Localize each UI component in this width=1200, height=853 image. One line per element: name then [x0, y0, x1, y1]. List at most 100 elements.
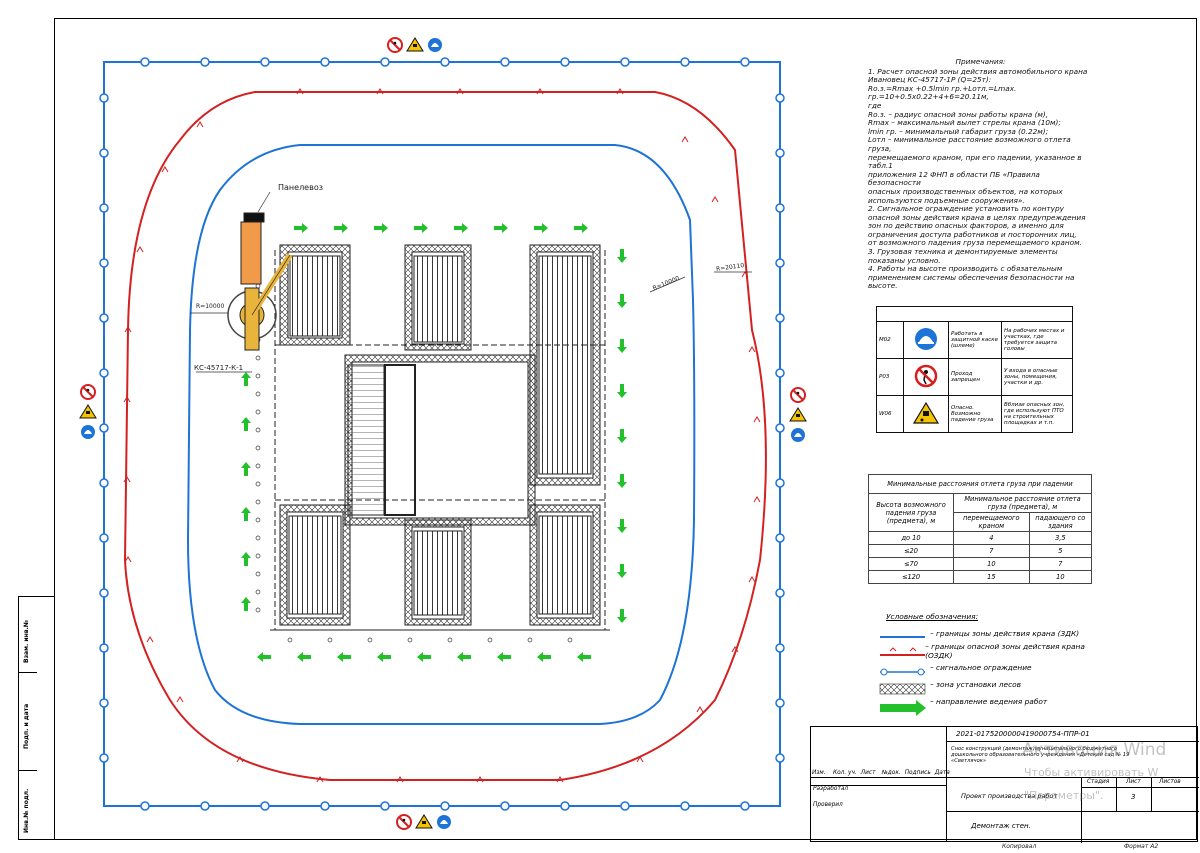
falling-load-icon [789, 407, 807, 422]
danger-marker [376, 88, 384, 95]
notes-line: применением системы обеспечения безопасн… [868, 272, 1075, 282]
work-direction-arrow [241, 552, 251, 566]
danger-marker [316, 776, 324, 783]
legend-title: Условные обозначения: [886, 612, 979, 621]
fence-post [620, 801, 630, 811]
work-direction-arrow [574, 223, 588, 233]
danger-marker [696, 706, 704, 713]
stamp-header: Изм. [812, 770, 826, 776]
danger-marker [176, 696, 184, 703]
notes-line: Rо.з.=Rmax +0.5lmin гр.+Lотл.=Lmax. гр.=… [868, 83, 1017, 102]
sign-row: W06 Опасно. Возможно падение груза Вблиз… [876, 395, 1073, 433]
fence-post [680, 57, 690, 67]
fence-post [380, 801, 390, 811]
notes-line: опасной зоны действия крана в целях пред… [868, 212, 1086, 222]
notes-title: Примечания: [955, 57, 1006, 66]
no-entry-icon [396, 814, 412, 830]
fence-post [775, 643, 785, 653]
notes-line: высоте. [868, 281, 898, 291]
axis-marker [255, 499, 261, 505]
crane [227, 212, 293, 351]
fence-post [775, 148, 785, 158]
legend-item: – сигнальное ограждение [930, 663, 1032, 672]
distance-cell: 7 [953, 544, 1030, 558]
danger-marker [123, 476, 131, 483]
axis-marker [255, 355, 261, 361]
fence-post [380, 57, 390, 67]
notes-line: используются подъемные сооружения». [868, 195, 1025, 205]
fence-post [775, 478, 785, 488]
work-direction-arrow [414, 223, 428, 233]
work-direction-arrow [241, 462, 251, 476]
work-direction-arrow [537, 652, 551, 662]
helmet-icon [428, 38, 442, 52]
work-direction-arrow [534, 223, 548, 233]
notes-line: ограничения доступа работников и посторо… [868, 229, 1077, 239]
sign-desc: Вблизи опасных зон, где используют ПТО н… [1001, 395, 1073, 433]
title-block: 2021-0175200000419000754-ППР-01 Снос кон… [810, 726, 1199, 843]
object-name: Снос конструкций (демонтаж)муниципальног… [951, 746, 1130, 764]
work-direction-arrow [241, 507, 251, 521]
axis-marker [255, 571, 261, 577]
work-direction-arrow [617, 249, 627, 263]
distance-cell: 4 [953, 531, 1030, 545]
fence-post [99, 93, 109, 103]
danger-marker [161, 166, 169, 173]
notes-line: Ивановец КС-45717-1Р (Q=25т): [868, 75, 992, 85]
side-stamp-sign: Подп. и дата [23, 703, 30, 749]
fence-post [260, 801, 270, 811]
work-direction-arrow [257, 652, 271, 662]
no-entry-icon [903, 358, 949, 396]
work-direction-arrow [294, 223, 308, 233]
work-direction-arrow [617, 294, 627, 308]
axis-marker [287, 637, 293, 643]
fence-post [260, 57, 270, 67]
falling-load-icon [415, 814, 433, 829]
doc-name: Проект производства работ [961, 792, 1058, 800]
work-direction-arrow [297, 652, 311, 662]
notes-line: от возможного падения груза перемещаемог… [868, 238, 1082, 248]
distance-table: Минимальные расстояния отлета груза при … [868, 474, 1093, 584]
sign-code: W06 [876, 395, 904, 433]
work-direction-arrow [617, 474, 627, 488]
crane-label: КС-45717-К-1 [194, 364, 244, 372]
stamp-header: Кол. уч. [833, 770, 857, 776]
sign-desc: На рабочих местах и участках, где требуе… [1001, 321, 1073, 359]
work-direction-arrow [617, 339, 627, 353]
distance-sub2: падающего со здания [1028, 512, 1093, 532]
fence-post [320, 57, 330, 67]
role-checked: Проверил [813, 802, 843, 808]
fence-post [775, 93, 785, 103]
fence-post [440, 801, 450, 811]
danger-marker [711, 196, 719, 203]
fence-post [200, 801, 210, 811]
distance-cell: 10 [1028, 570, 1093, 584]
danger-marker [636, 756, 644, 763]
fence-post [775, 753, 785, 763]
distance-cell: 3,5 [1028, 531, 1093, 545]
fence-post [99, 478, 109, 488]
legend: Условные обозначения: – границы зоны дей… [876, 612, 1096, 710]
crane-zone-boundary [186, 144, 696, 725]
distance-caption: Минимальные расстояния отлета груза при … [868, 474, 1092, 494]
legend-swatches [879, 636, 926, 716]
work-direction-arrow [334, 223, 348, 233]
legend-item: – границы опасной зоны действия крана (О… [925, 641, 1085, 660]
axis-marker [407, 637, 413, 643]
fence-post [680, 801, 690, 811]
side-stamp-inv: Инв.№ подл. [23, 788, 30, 833]
work-direction-arrow [617, 519, 627, 533]
work-direction-arrows [241, 223, 627, 662]
notes-line: 1. Расчет опасной зоны действия автомоби… [868, 66, 1088, 76]
notes-line: приложения 12 ФНП в области ПБ «Правила … [868, 169, 1040, 188]
work-direction-arrow [454, 223, 468, 233]
fence-post [140, 57, 150, 67]
no-entry-icon [790, 387, 806, 403]
falling-load-icon [406, 37, 424, 52]
legend-item: – границы зоны действия крана (ЗДК) [930, 629, 1080, 638]
sign-desc: У входа в опасные зоны, помещения, участ… [1001, 358, 1073, 396]
fence-post [775, 588, 785, 598]
notes-line: Lотл – минимальное расстояние возможного… [868, 135, 1071, 153]
